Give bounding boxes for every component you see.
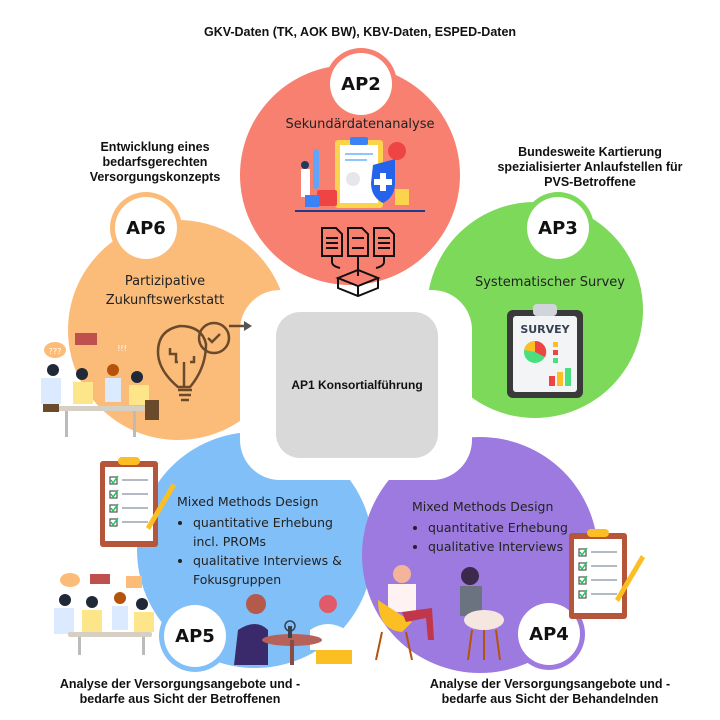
ap2-caption: GKV-Daten (TK, AOK BW), KBV-Daten, ESPED… bbox=[203, 25, 517, 39]
ap2-badge[interactable]: AP2 bbox=[330, 53, 392, 115]
ap4-caption-line: Analyse der Versorgungsangebote und - bbox=[429, 677, 671, 691]
ap6-caption: Entwicklung eines bedarfsgerechten Verso… bbox=[60, 140, 250, 185]
ap3-caption: Bundesweite Kartierung spezialisierter A… bbox=[470, 145, 710, 190]
ap6-title: Partizipative Zukunftswerkstatt bbox=[90, 272, 240, 310]
speech-bubble-question bbox=[44, 342, 66, 358]
ap5-caption-line: Analyse der Versorgungsangebote und - bbox=[59, 677, 301, 691]
ap6-badge[interactable]: AP6 bbox=[115, 197, 177, 259]
ap4-bullet: quantitative Erhebung bbox=[428, 518, 592, 537]
ap4-bullet: qualitative Interviews bbox=[428, 537, 592, 556]
ap5-bullet: quantitative Erhebung incl. PROMs bbox=[193, 513, 347, 551]
ap4-caption: Analyse der Versorgungsangebote und - be… bbox=[400, 677, 700, 707]
ap5-bullet: qualitative Interviews & Fokusgruppen bbox=[193, 551, 347, 589]
ap6-caption-line: bedarfsgerechten bbox=[102, 155, 208, 169]
ap5-caption: Analyse der Versorgungsangebote und - be… bbox=[30, 677, 330, 707]
checklist-clipboard-icon bbox=[100, 457, 176, 547]
ap2-title: Sekundärdatenanalyse bbox=[285, 117, 435, 132]
ap4-methods: Mixed Methods Design quantitative Erhebu… bbox=[412, 497, 592, 556]
survey-clipboard-icon: SURVEY bbox=[507, 304, 583, 398]
ap5-badge[interactable]: AP5 bbox=[164, 605, 226, 667]
ap3-caption-line: spezialisierter Anlaufstellen für bbox=[497, 160, 683, 174]
ap6-caption-line: Versorgungskonzepts bbox=[89, 170, 221, 184]
lightbulb-clock-icon bbox=[156, 321, 252, 402]
interview-illustration bbox=[375, 565, 504, 660]
ap3-caption-line: Bundesweite Kartierung bbox=[518, 145, 662, 159]
workshop-team-illustration: ??? !!! bbox=[41, 333, 159, 437]
speech-bubble-text: !!! bbox=[117, 344, 127, 353]
ap3-badge[interactable]: AP3 bbox=[527, 197, 589, 259]
ap3-title: Systematischer Survey bbox=[474, 275, 625, 290]
podcast-interview-illustration bbox=[234, 594, 352, 665]
medical-records-illustration bbox=[295, 137, 425, 212]
center-label: AP1 Konsortialführung bbox=[291, 378, 423, 392]
ap6-title-line: Partizipative bbox=[124, 274, 206, 289]
ap6-caption-line: Entwicklung eines bbox=[100, 140, 210, 154]
ap6-segment bbox=[68, 220, 288, 440]
documents-merge-icon bbox=[321, 227, 395, 298]
ap4-method-title: Mixed Methods Design bbox=[412, 499, 554, 514]
center-box[interactable]: AP1 Konsortialführung bbox=[276, 312, 438, 458]
focus-group-illustration bbox=[54, 573, 154, 655]
checklist-clipboard-icon-ap4 bbox=[569, 529, 645, 619]
ap5-methods: Mixed Methods Design quantitative Erhebu… bbox=[177, 492, 347, 589]
survey-label: SURVEY bbox=[520, 323, 570, 336]
ap3-caption-line: PVS-Betroffene bbox=[544, 175, 636, 189]
speech-bubble-text: ??? bbox=[49, 347, 62, 356]
ap6-title-line: Zukunftswerkstatt bbox=[105, 293, 225, 308]
ap5-method-title: Mixed Methods Design bbox=[177, 494, 319, 509]
ap4-caption-line: bedarfe aus Sicht der Behandelnden bbox=[441, 692, 659, 706]
ap5-caption-line: bedarfe aus Sicht der Betroffenen bbox=[79, 692, 281, 706]
